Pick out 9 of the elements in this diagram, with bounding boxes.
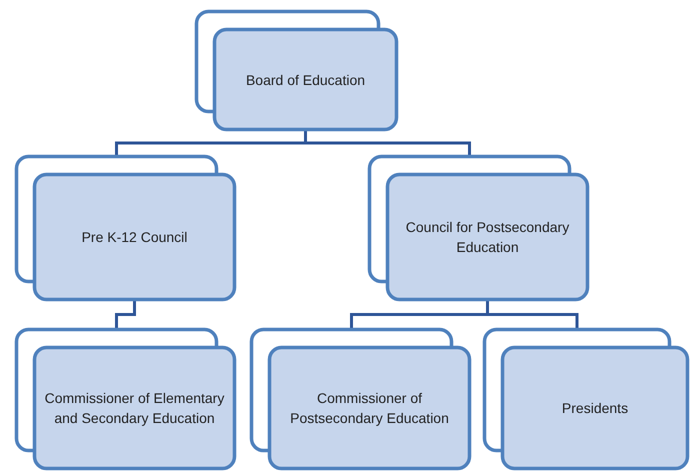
node-label: Commissioner of Postsecondary Education bbox=[289, 389, 450, 428]
node-label: Presidents bbox=[562, 399, 628, 418]
node-label: Pre K-12 Council bbox=[82, 228, 188, 247]
node-label: Commissioner of Elementary and Secondary Education bbox=[44, 389, 226, 428]
connector-line bbox=[115, 301, 136, 328]
node-label: Board of Education bbox=[246, 70, 366, 90]
node-label: Council for Postsecondary Education bbox=[404, 218, 570, 257]
connector-line bbox=[486, 301, 578, 328]
connector-line bbox=[304, 131, 471, 155]
